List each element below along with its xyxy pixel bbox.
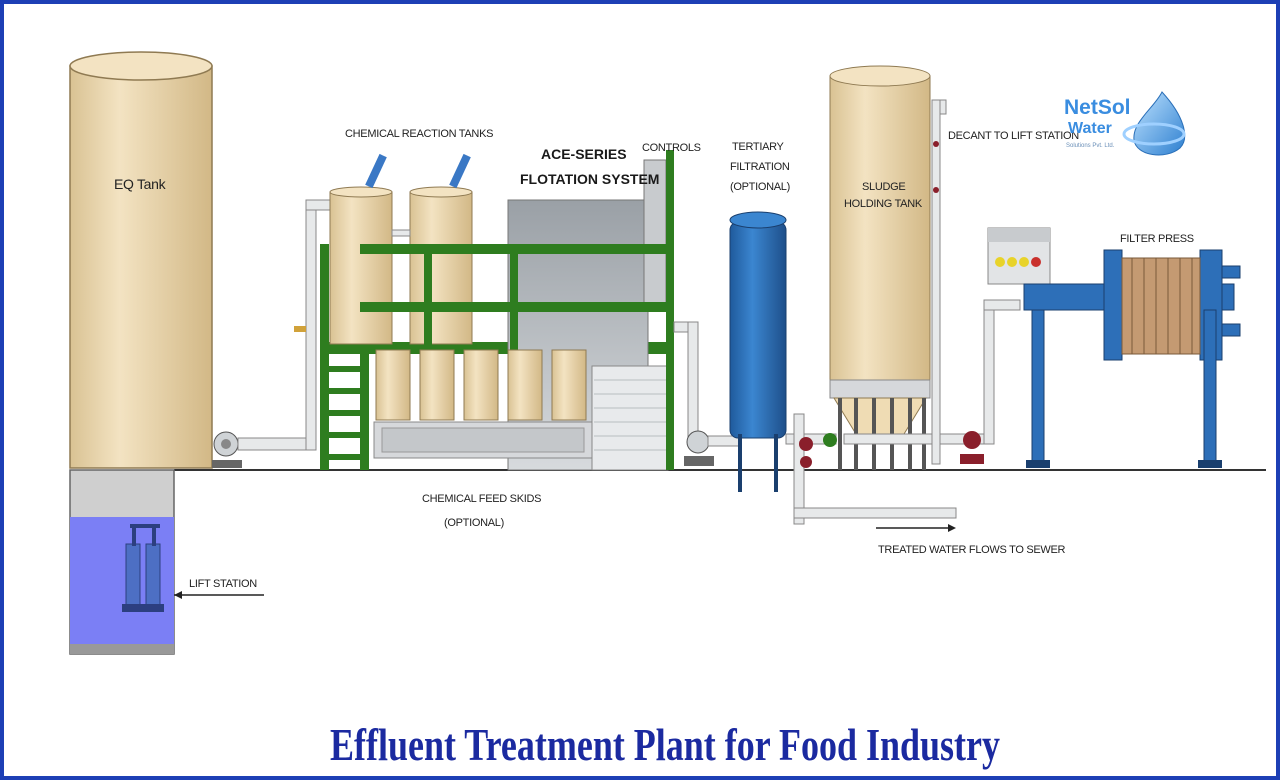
mixer-icon bbox=[365, 153, 387, 189]
treated-water-pipe bbox=[793, 507, 957, 519]
transfer-pump-1 bbox=[212, 431, 315, 468]
controls-label: CONTROLS bbox=[642, 142, 701, 154]
diagram-title: Effluent Treatment Plant for Food Indust… bbox=[330, 719, 1000, 770]
eq-tank-label: EQ Tank bbox=[114, 176, 167, 192]
logo-line1: NetSol bbox=[1064, 96, 1131, 119]
sludge-holding-tank bbox=[829, 65, 995, 470]
filter-press bbox=[987, 227, 1241, 468]
sludge-pump bbox=[960, 299, 1021, 464]
lift-pump-icon bbox=[122, 524, 164, 612]
tertiary-label: TERTIARY bbox=[732, 141, 785, 153]
chemical-feed-optional-label: (OPTIONAL) bbox=[444, 517, 504, 529]
ace-series-label: ACE-SERIES bbox=[541, 146, 627, 162]
decant-label: DECANT TO LIFT STATION bbox=[948, 130, 1079, 142]
mixer-icon bbox=[449, 153, 471, 189]
holding-tank-label: HOLDING TANK bbox=[844, 198, 923, 210]
etp-diagram: EQ Tank LIFT STATION bbox=[69, 51, 1266, 770]
filtration-label: FILTRATION bbox=[730, 161, 790, 173]
netsol-logo: NetSol Water Solutions Pvt. Ltd. bbox=[1064, 91, 1186, 156]
treated-water-label: TREATED WATER FLOWS TO SEWER bbox=[878, 544, 1066, 556]
valve-icon bbox=[799, 437, 813, 451]
tertiary-optional-label: (OPTIONAL) bbox=[730, 181, 790, 193]
tertiary-filter bbox=[729, 211, 787, 492]
lift-station-label: LIFT STATION bbox=[189, 578, 257, 590]
flotation-label: FLOTATION SYSTEM bbox=[520, 171, 659, 187]
lift-station-pit bbox=[69, 469, 175, 655]
valve-icon bbox=[800, 456, 812, 468]
chemical-reaction-tanks-label: CHEMICAL REACTION TANKS bbox=[345, 128, 493, 140]
chemical-feed-label: CHEMICAL FEED SKIDS bbox=[422, 493, 541, 505]
logo-line2: Water bbox=[1068, 120, 1112, 137]
valve-icon bbox=[823, 433, 837, 447]
sludge-label: SLUDGE bbox=[862, 181, 905, 193]
chemical-feed-skids bbox=[373, 349, 593, 459]
logo-line3: Solutions Pvt. Ltd. bbox=[1066, 143, 1115, 149]
chemical-reaction-tanks bbox=[329, 153, 473, 345]
eq-tank: EQ Tank bbox=[69, 51, 213, 469]
riser-pipe bbox=[305, 199, 317, 451]
filter-press-label: FILTER PRESS bbox=[1120, 233, 1194, 245]
transfer-pump-2 bbox=[684, 430, 741, 466]
